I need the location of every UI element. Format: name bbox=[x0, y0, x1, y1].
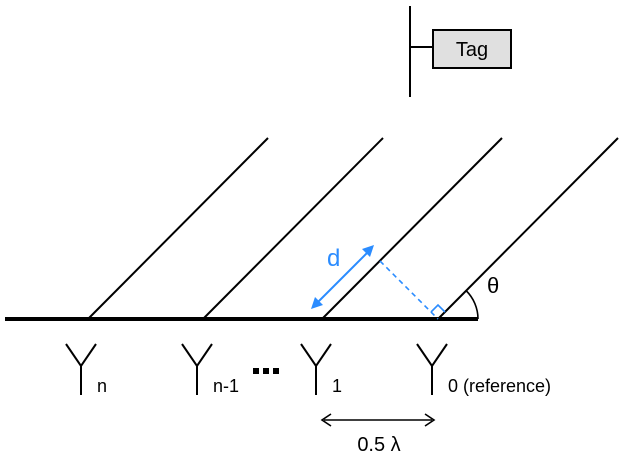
antenna-n: n bbox=[65, 343, 107, 396]
tag: Tag bbox=[409, 6, 512, 97]
ray-antenna-n-1 bbox=[202, 137, 384, 320]
d-label: d bbox=[327, 245, 340, 272]
perpendicular-dashed-line bbox=[379, 260, 439, 320]
antenna-n-1: n-1 bbox=[181, 343, 239, 396]
antenna-icon bbox=[65, 343, 97, 395]
ellipsis bbox=[253, 368, 279, 374]
angle-label: θ bbox=[487, 273, 499, 298]
tag-box bbox=[432, 29, 512, 69]
spacing-arrow-head-left bbox=[320, 413, 332, 427]
antenna-index-label: 0 (reference) bbox=[448, 376, 551, 396]
antenna-index-label: n bbox=[97, 376, 107, 396]
spacing-dimension: 0.5 λ bbox=[320, 413, 436, 456]
antenna-icon bbox=[416, 343, 448, 395]
antenna-index-label: n-1 bbox=[213, 376, 239, 396]
antenna-icon bbox=[300, 343, 332, 395]
antenna-1: 1 bbox=[300, 343, 342, 396]
ray-antenna-1 bbox=[321, 137, 503, 320]
incident-rays bbox=[87, 137, 619, 320]
d-arrow-line bbox=[313, 248, 372, 307]
antenna-0: 0 (reference) bbox=[416, 343, 551, 396]
spacing-label: 0.5 λ bbox=[357, 434, 400, 456]
spacing-arrow-head-right bbox=[424, 413, 436, 427]
ray-antenna-0 bbox=[437, 137, 619, 320]
antenna-icon bbox=[181, 343, 213, 395]
tag-label: Tag bbox=[456, 39, 488, 61]
angle-arc bbox=[465, 289, 479, 320]
ray-antenna-n bbox=[87, 137, 269, 320]
d-arrow-head-bottom bbox=[311, 297, 323, 309]
antenna-index-label: 1 bbox=[332, 376, 342, 396]
d-arrow-head-top bbox=[362, 245, 374, 257]
right-angle-marker bbox=[430, 303, 446, 313]
path-difference: d bbox=[311, 245, 446, 320]
